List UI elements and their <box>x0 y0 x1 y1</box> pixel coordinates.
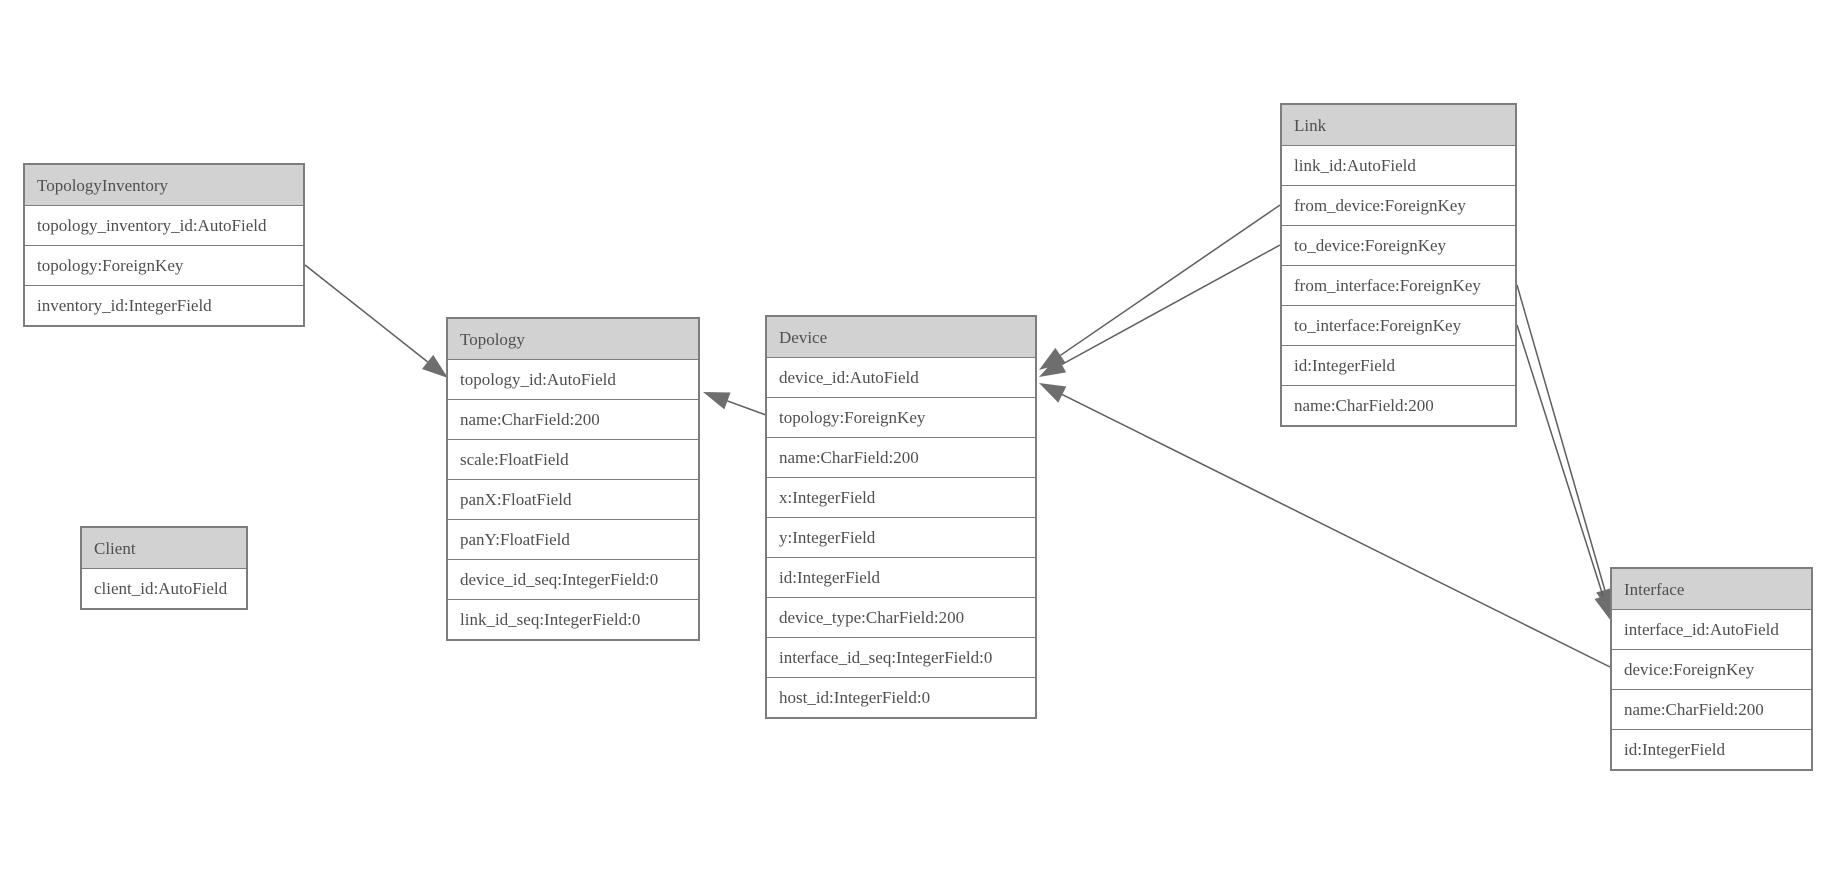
entity-field-row: to_interface:ForeignKey <box>1282 306 1515 346</box>
entity-field-row: x:IntegerField <box>767 478 1035 518</box>
entity-header-client: Client <box>82 528 246 569</box>
entity-field-row: device:ForeignKey <box>1612 650 1811 690</box>
entity-field-row: to_device:ForeignKey <box>1282 226 1515 266</box>
entity-header-link: Link <box>1282 105 1515 146</box>
entity-field-row: from_interface:ForeignKey <box>1282 266 1515 306</box>
relationship-line-link-from-interface <box>1516 284 1606 591</box>
entity-header-device: Device <box>767 317 1035 358</box>
entity-field-row: topology:ForeignKey <box>25 246 303 286</box>
relationship-line-interface-device <box>1061 393 1611 668</box>
entity-field-row: panX:FloatField <box>448 480 698 520</box>
relationship-line-topologyinventory-topology <box>304 264 429 363</box>
relationship-arrowhead-device-device-id <box>1039 383 1067 403</box>
entity-field-row: topology_inventory_id:AutoField <box>25 206 303 246</box>
entity-field-row: topology_id:AutoField <box>448 360 698 400</box>
entity-field-row: device_type:CharField:200 <box>767 598 1035 638</box>
entity-field-row: name:CharField:200 <box>1612 690 1811 730</box>
relationship-line-link-to-interface <box>1516 324 1604 597</box>
entity-header-interface: Interface <box>1612 569 1811 610</box>
entity-field-row: device_id_seq:IntegerField:0 <box>448 560 698 600</box>
relationship-line-link-from-device <box>1060 204 1281 356</box>
entity-field-row: scale:FloatField <box>448 440 698 480</box>
entity-field-row: interface_id_seq:IntegerField:0 <box>767 638 1035 678</box>
relationship-arrowhead-interface-interface-id <box>1594 593 1612 621</box>
entity-field-row: device_id:AutoField <box>767 358 1035 398</box>
relationship-arrowhead-topology-topology-id <box>422 354 448 378</box>
entity-field-row: id:IntegerField <box>767 558 1035 598</box>
entity-header-topology: Topology <box>448 319 698 360</box>
entity-field-row: client_id:AutoField <box>82 569 246 608</box>
entity-field-row: name:CharField:200 <box>767 438 1035 478</box>
entity-field-row: id:IntegerField <box>1282 346 1515 386</box>
relationship-line-link-to-device <box>1061 244 1281 366</box>
relationship-line-device-topology <box>727 400 767 416</box>
entity-field-row: name:CharField:200 <box>448 400 698 440</box>
entity-field-row: y:IntegerField <box>767 518 1035 558</box>
entity-header-topologyinventory: TopologyInventory <box>25 165 303 206</box>
relationship-arrowhead-device-device-id <box>1039 356 1067 377</box>
entity-field-row: host_id:IntegerField:0 <box>767 678 1035 717</box>
entity-field-row: panY:FloatField <box>448 520 698 560</box>
entity-field-row: id:IntegerField <box>1612 730 1811 769</box>
entity-field-row: link_id_seq:IntegerField:0 <box>448 600 698 639</box>
relationship-arrowhead-topology-topology-id <box>703 392 731 410</box>
entity-field-row: inventory_id:IntegerField <box>25 286 303 325</box>
entity-field-row: interface_id:AutoField <box>1612 610 1811 650</box>
entity-field-row: from_device:ForeignKey <box>1282 186 1515 226</box>
entity-field-row: name:CharField:200 <box>1282 386 1515 425</box>
entity-field-row: link_id:AutoField <box>1282 146 1515 186</box>
entity-field-row: topology:ForeignKey <box>767 398 1035 438</box>
